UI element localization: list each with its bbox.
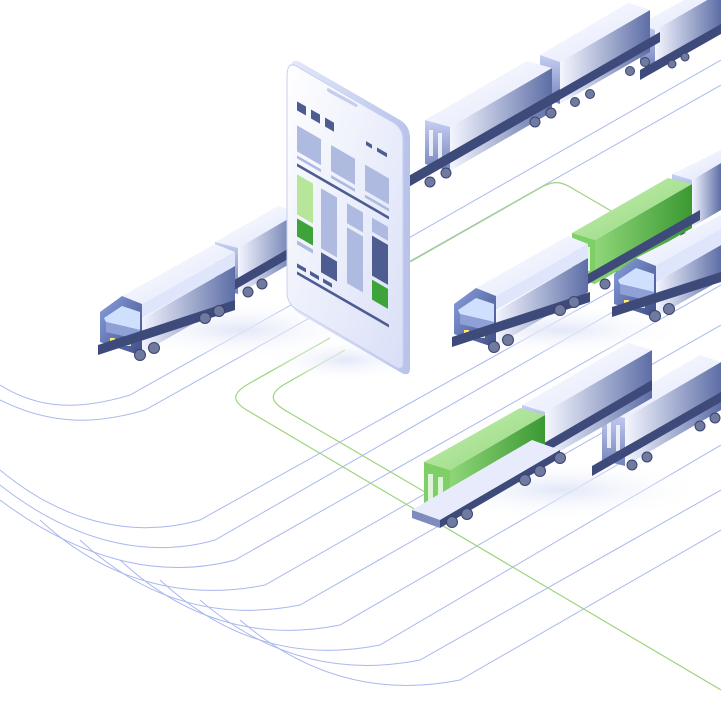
container-wagon-icon [412, 408, 566, 528]
locomotive-icon [612, 215, 721, 322]
smartphone-tracking-app-icon [265, 60, 425, 382]
route-lines [235, 182, 721, 691]
upper-right-train [405, 0, 721, 189]
container-wagon-icon [405, 61, 560, 189]
locomotive-icon [452, 236, 590, 353]
track-lines [0, 59, 721, 686]
locomotive-icon [98, 244, 235, 361]
lower-train [410, 343, 721, 528]
right-train [612, 215, 721, 322]
container-wagon-icon [535, 3, 660, 114]
app-screen [297, 101, 389, 328]
